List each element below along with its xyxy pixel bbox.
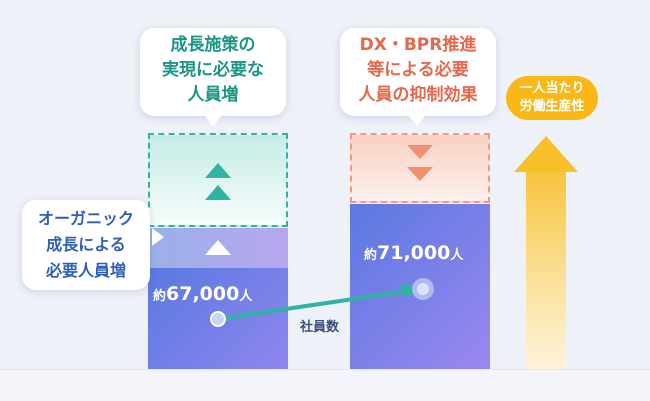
productivity-arrow-icon: [514, 136, 578, 172]
increase-arrow-icon: [205, 163, 231, 178]
staff-count-label: 社員数: [300, 320, 340, 335]
ground-band: [0, 369, 650, 401]
organic-growth-segment: [148, 228, 288, 268]
trend-arrowhead-icon: [401, 282, 418, 299]
target-staff-value: 約71,000人: [364, 242, 464, 264]
trend-line: [217, 289, 409, 321]
increase-arrow-icon: [205, 240, 231, 255]
callout-pointer: [152, 228, 164, 246]
organic-growth-callout: オーガニック 成長による 必要人員増: [22, 200, 164, 290]
growth-initiative-callout: 成長施策の 実現に必要な 人員増: [140, 28, 286, 126]
decrease-arrow-icon: [407, 167, 433, 181]
dx-suppression-box: [350, 133, 490, 203]
start-point-marker: [210, 311, 226, 327]
end-point-marker: [417, 283, 429, 295]
increase-arrow-icon: [205, 185, 231, 200]
dx-bpr-callout: DX・BPR推進 等による必要 人員の抑制効果: [340, 28, 496, 126]
current-staff-value: 約67,000人: [153, 283, 253, 305]
callout-pointer: [408, 115, 426, 126]
decrease-arrow-icon: [407, 145, 433, 159]
productivity-arrow-shaft: [526, 170, 566, 369]
productivity-label: 一人当たり 労働生産性: [506, 76, 598, 120]
growth-initiative-increase-box: [148, 133, 288, 227]
callout-pointer: [204, 115, 222, 126]
